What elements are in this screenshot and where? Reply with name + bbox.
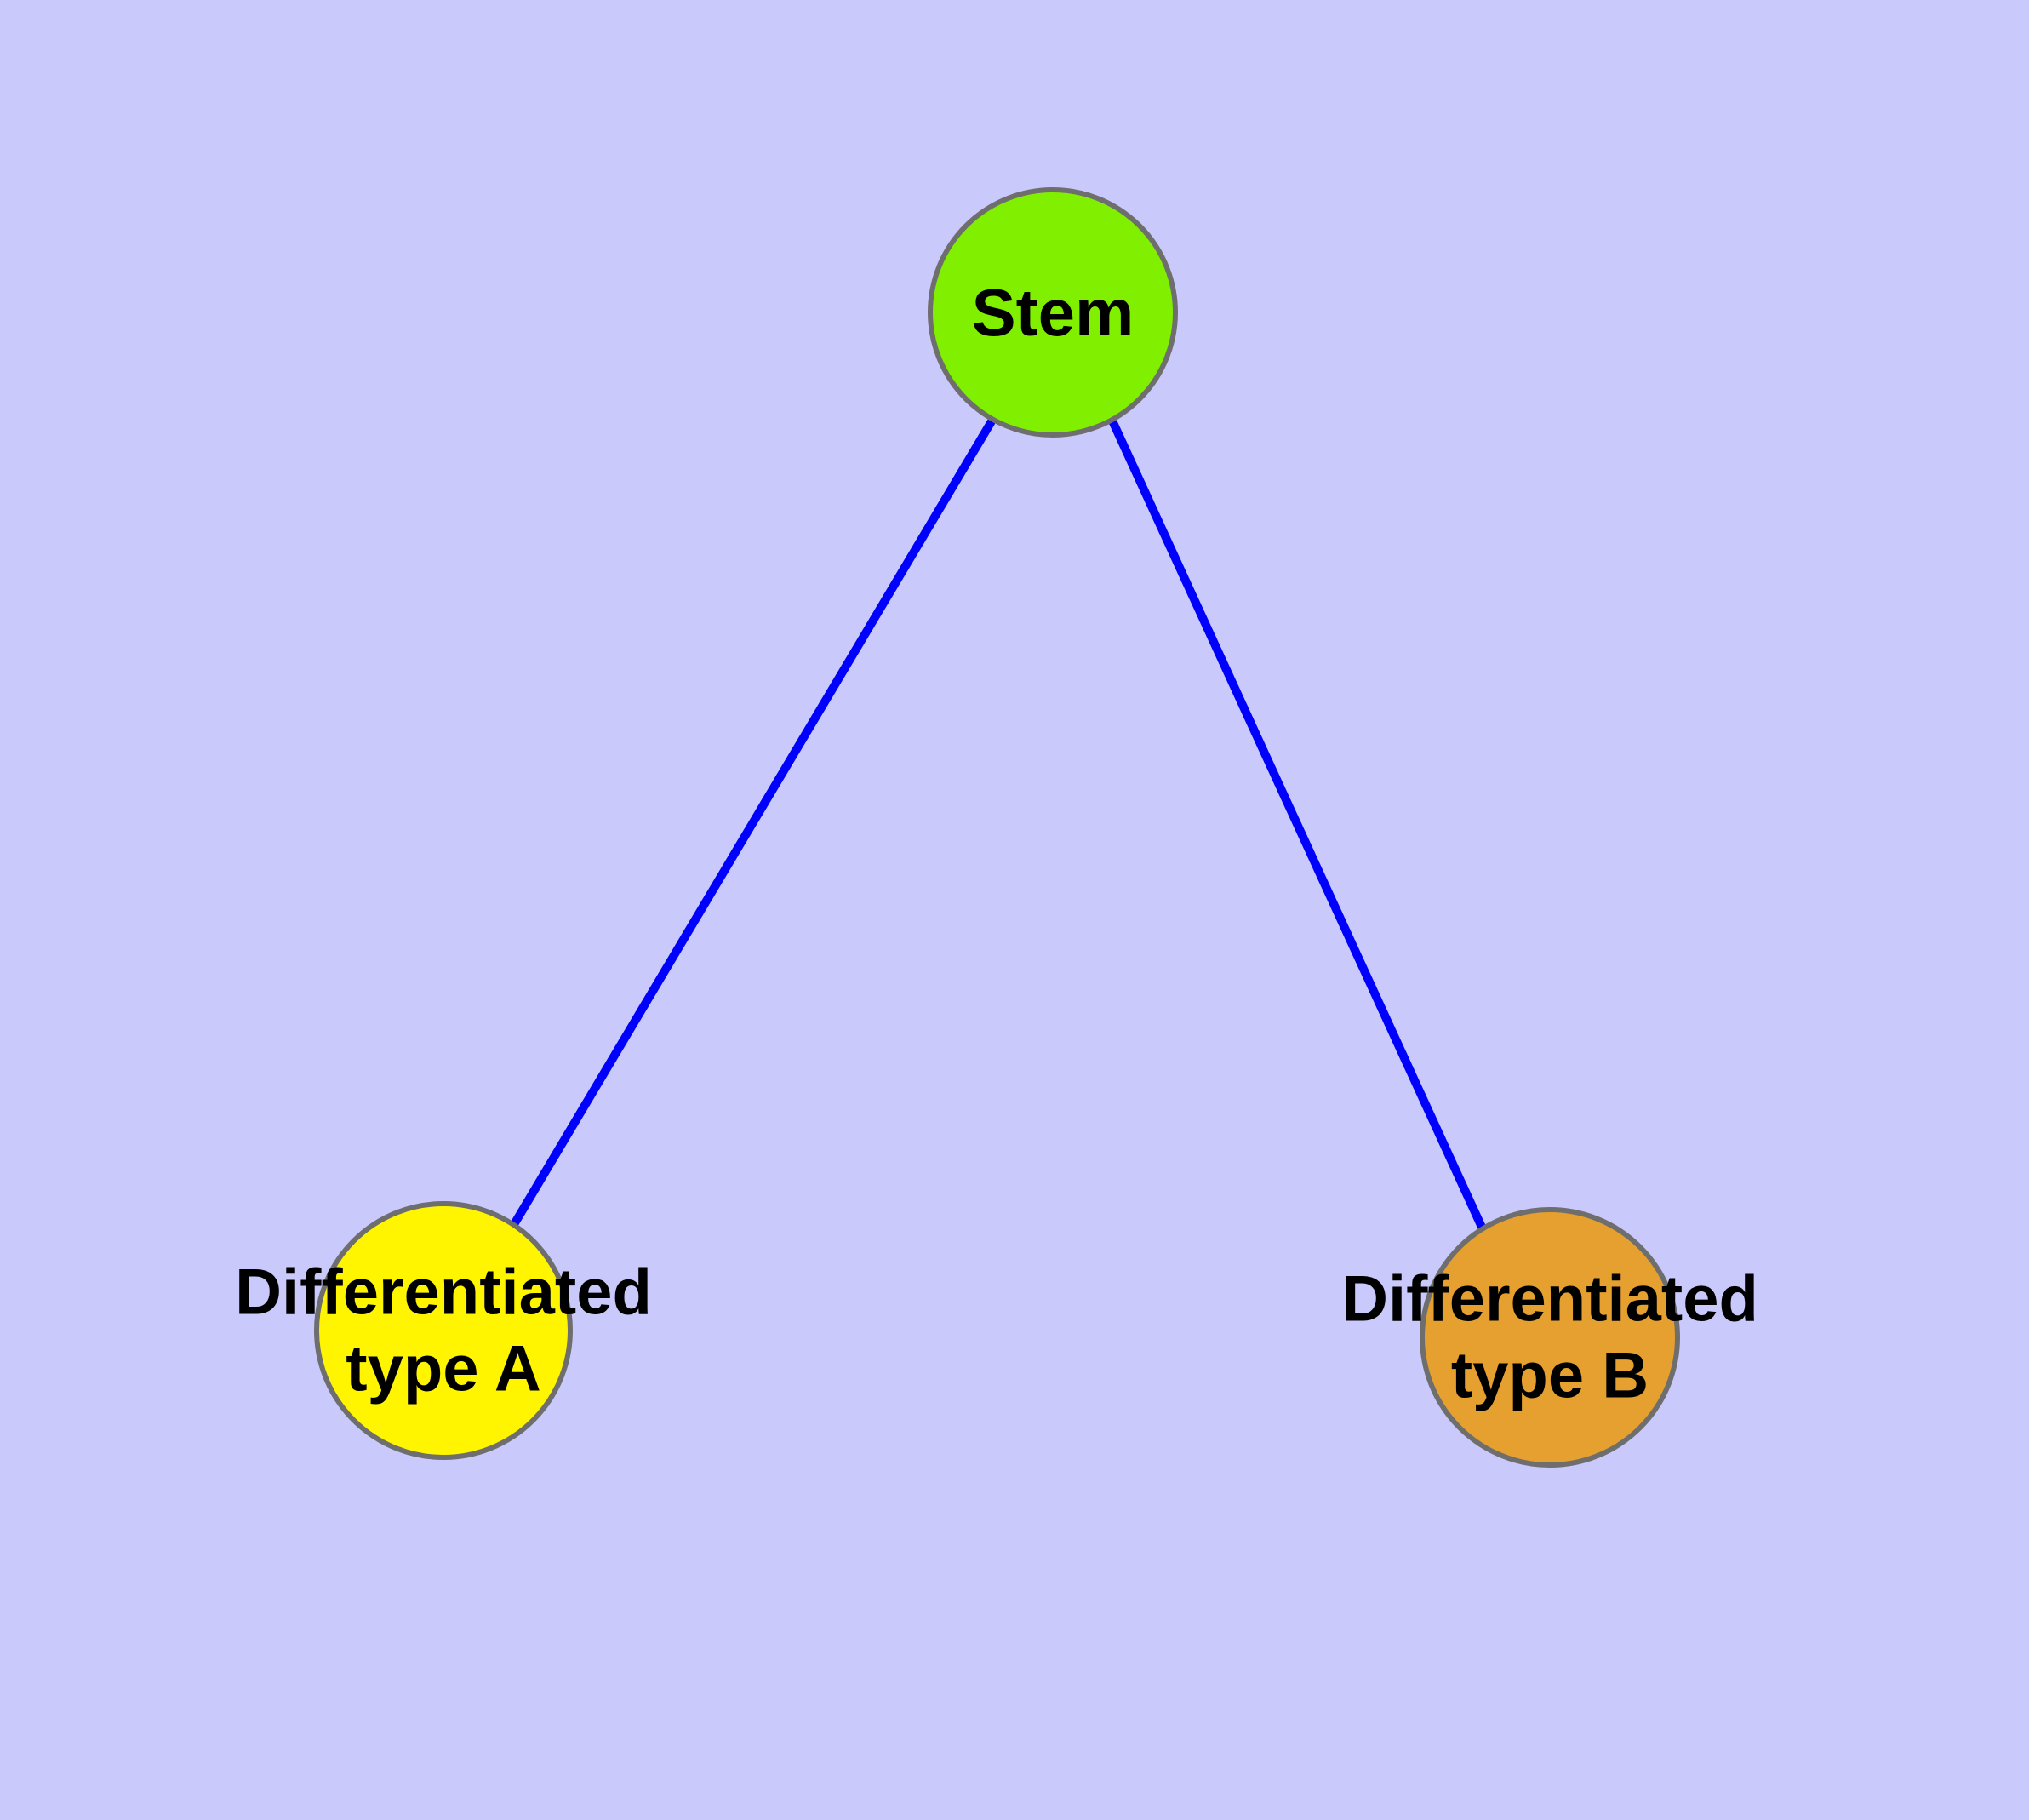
node-stem-label: Stem bbox=[971, 274, 1135, 350]
edge-stem-to-differentiated-type-b bbox=[1106, 415, 1489, 1235]
node-differentiated-type-a-label-line2: type A bbox=[346, 1332, 541, 1405]
node-stem[interactable]: Stem bbox=[928, 187, 1178, 438]
node-differentiated-type-b-label-line2: type B bbox=[1450, 1339, 1649, 1411]
node-differentiated-type-b[interactable]: Differentiated type B bbox=[1341, 1207, 1758, 1468]
node-differentiated-type-a[interactable]: Differentiated type A bbox=[235, 1201, 652, 1460]
edge-stem-to-differentiated-type-a bbox=[506, 419, 996, 1233]
